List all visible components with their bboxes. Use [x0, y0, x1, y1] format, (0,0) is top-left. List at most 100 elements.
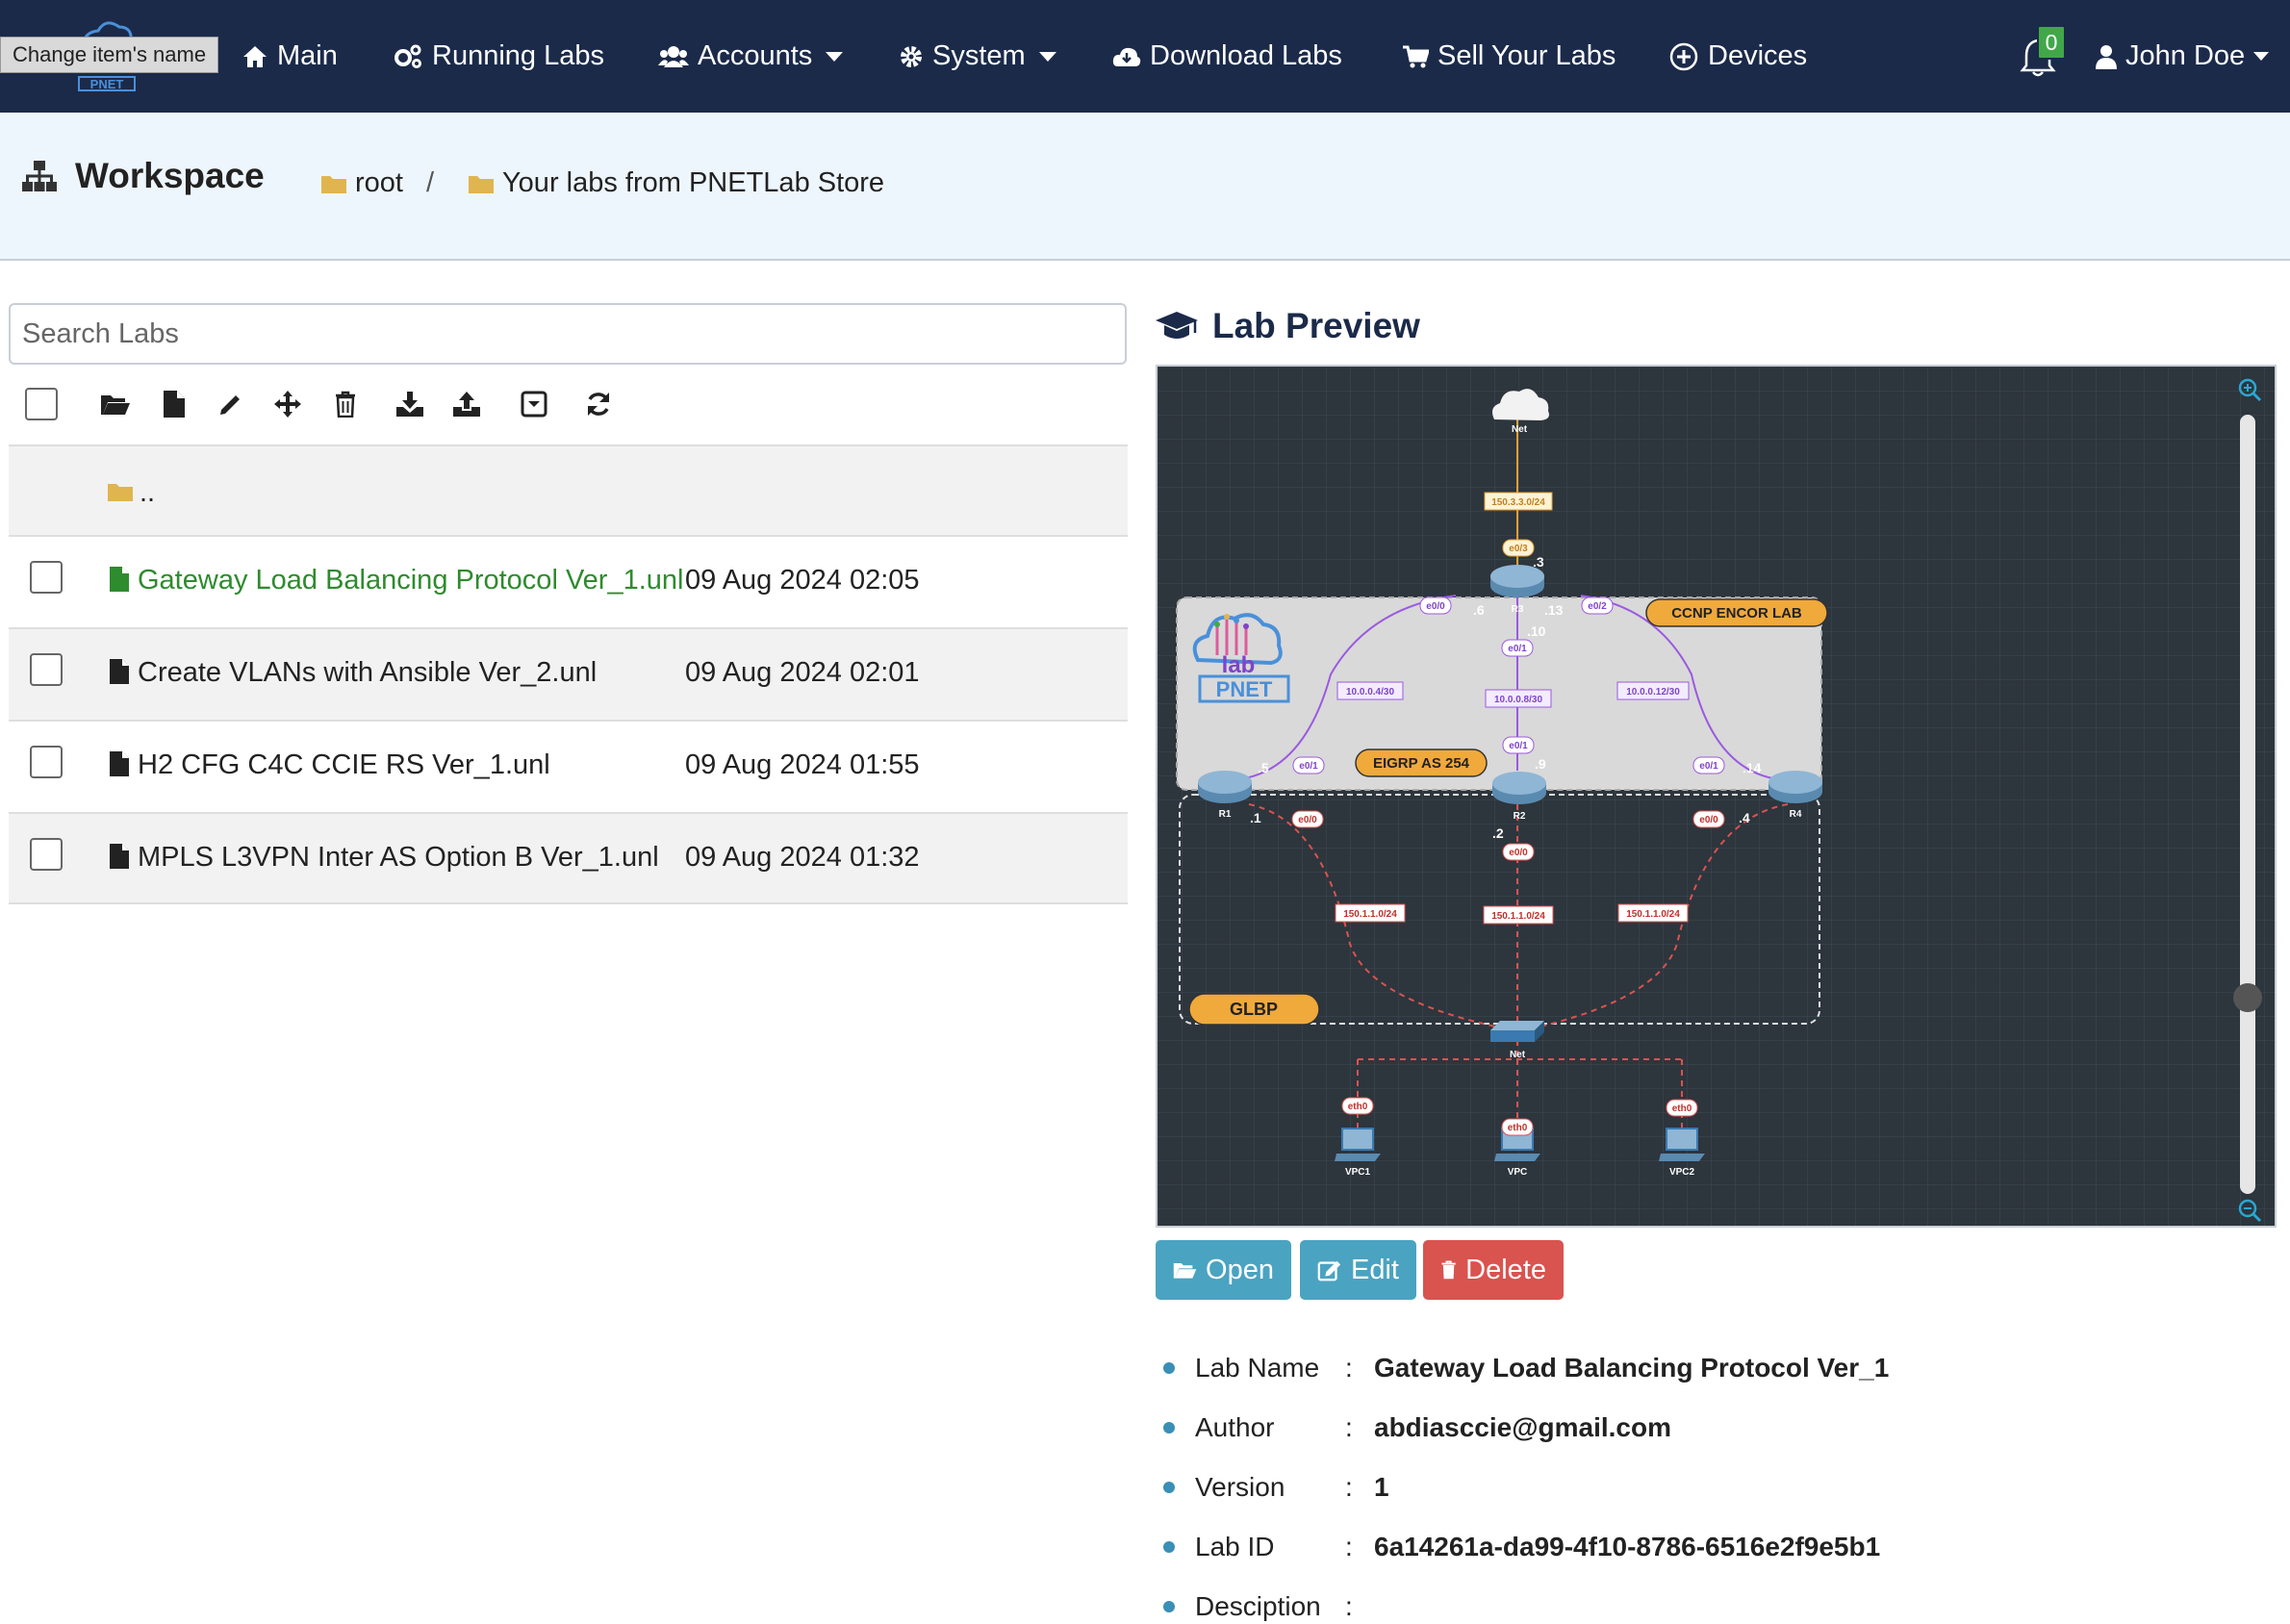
breadcrumb-store-folder[interactable]: Your labs from PNETLab Store	[468, 167, 884, 199]
zoom-slider-handle[interactable]	[2233, 983, 2262, 1012]
lab-row-checkbox[interactable]	[30, 561, 63, 594]
user-icon	[2096, 44, 2117, 69]
net-cloud-node[interactable]: Net	[1492, 389, 1549, 435]
lab-info-id-value: 6a14261a-da99-4f10-8786-6516e2f9e5b1	[1374, 1532, 1881, 1561]
topology-canvas[interactable]: lab PNET Net R3 R1 R2	[1156, 365, 2277, 1228]
svg-text:.14: .14	[1743, 760, 1762, 775]
move-button[interactable]	[270, 387, 305, 421]
lab-info-id-label: Lab ID	[1195, 1532, 1275, 1561]
svg-text:eth0: eth0	[1508, 1123, 1528, 1133]
router-r3[interactable]: R3	[1490, 565, 1544, 615]
edit-icon	[1317, 1260, 1341, 1281]
nav-devices[interactable]: Devices	[1668, 0, 1807, 113]
caret-down-icon	[2253, 51, 2270, 61]
lab-preview-title-text: Lab Preview	[1212, 306, 1420, 345]
open-folder-button[interactable]	[98, 387, 133, 421]
router-r4[interactable]: R4	[1768, 771, 1822, 820]
svg-text:150.1.1.0/24: 150.1.1.0/24	[1491, 911, 1545, 922]
delete-lab-label: Delete	[1465, 1254, 1546, 1285]
nav-running-labs[interactable]: Running Labs	[393, 0, 604, 113]
lab-info-id: Lab ID : 6a14261a-da99-4f10-8786-6516e2f…	[1163, 1532, 1880, 1562]
breadcrumb-store-label: Your labs from PNETLab Store	[502, 167, 885, 198]
notification-count-badge: 0	[2037, 25, 2066, 60]
zoom-slider-track[interactable]	[2240, 415, 2255, 1194]
net-switch-node[interactable]: Net	[1490, 1021, 1544, 1060]
lab-row-checkbox[interactable]	[30, 838, 63, 871]
user-menu[interactable]: John Doe	[2096, 0, 2278, 113]
svg-text:.4: .4	[1739, 810, 1750, 825]
glbp-area	[1179, 794, 1820, 1025]
rename-tooltip: Change item's name	[0, 37, 219, 73]
nav-sell-your-labs-label: Sell Your Labs	[1438, 40, 1616, 71]
lab-info-version-label: Version	[1195, 1472, 1285, 1502]
search-labs-input[interactable]	[9, 303, 1127, 365]
zoom-in-icon[interactable]	[2238, 378, 2262, 402]
lab-row[interactable]: Create VLANs with Ansible Ver_2.unl 09 A…	[9, 627, 1128, 720]
rename-button[interactable]	[214, 387, 248, 421]
nav-accounts-label: Accounts	[698, 40, 813, 71]
colon: :	[1345, 1532, 1353, 1561]
file-icon	[110, 844, 129, 869]
svg-text:10.0.0.8/30: 10.0.0.8/30	[1494, 695, 1542, 705]
svg-text:eth0: eth0	[1348, 1102, 1368, 1112]
refresh-button[interactable]	[581, 387, 616, 421]
parent-folder-row[interactable]: ..	[9, 444, 1128, 535]
file-icon	[110, 751, 129, 776]
edit-lab-button[interactable]: Edit	[1300, 1240, 1416, 1300]
colon: :	[1345, 1412, 1353, 1442]
select-all-checkbox[interactable]	[25, 388, 58, 420]
edit-lab-label: Edit	[1351, 1254, 1399, 1285]
colon: :	[1345, 1591, 1353, 1621]
svg-text:.3: .3	[1533, 554, 1544, 570]
nav-main[interactable]: Main	[242, 0, 338, 113]
zoom-out-icon[interactable]	[2238, 1199, 2262, 1223]
lab-info-name-label: Lab Name	[1195, 1353, 1320, 1383]
bullet	[1163, 1601, 1175, 1612]
nav-sell-your-labs[interactable]: Sell Your Labs	[1402, 0, 1616, 113]
graduation-cap-icon	[1156, 312, 1198, 339]
bullet	[1163, 1362, 1175, 1374]
svg-text:.10: .10	[1527, 623, 1546, 639]
export-button[interactable]	[449, 387, 484, 421]
lab-row[interactable]: MPLS L3VPN Inter AS Option B Ver_1.unl 0…	[9, 812, 1128, 904]
import-button[interactable]	[393, 387, 427, 421]
lab-row-name: H2 CFG C4C CCIE RS Ver_1.unl	[138, 749, 550, 780]
lab-row[interactable]: Gateway Load Balancing Protocol Ver_1.un…	[9, 535, 1128, 627]
svg-text:150.1.1.0/24: 150.1.1.0/24	[1626, 909, 1680, 920]
sitemap-icon	[22, 161, 57, 191]
lab-info-author-value: abdiasccie@gmail.com	[1374, 1412, 1671, 1442]
lab-row-checkbox[interactable]	[30, 653, 63, 686]
new-file-button[interactable]	[157, 387, 191, 421]
archive-button[interactable]	[517, 387, 551, 421]
cart-icon	[1403, 45, 1429, 67]
svg-text:e0/0: e0/0	[1426, 601, 1445, 612]
delete-button[interactable]	[328, 387, 363, 421]
router-r1[interactable]: R1	[1198, 771, 1252, 820]
svg-text:Net: Net	[1510, 1050, 1526, 1060]
breadcrumb-root[interactable]: root	[320, 167, 403, 199]
lab-row-checkbox[interactable]	[30, 746, 63, 778]
user-name: John Doe	[2125, 40, 2246, 71]
delete-lab-button[interactable]: Delete	[1423, 1240, 1564, 1300]
open-lab-button[interactable]: Open	[1156, 1240, 1291, 1300]
plus-circle-icon	[1669, 42, 1698, 70]
svg-text:VPC: VPC	[1508, 1167, 1528, 1178]
lab-row-date: 09 Aug 2024 01:55	[685, 749, 920, 780]
nav-system[interactable]: System	[899, 0, 1067, 113]
svg-text:.5: .5	[1258, 760, 1269, 775]
vpc1-node[interactable]: VPC1	[1335, 1128, 1381, 1178]
nav-system-label: System	[932, 40, 1026, 71]
nav-download-labs[interactable]: Download Labs	[1112, 0, 1342, 113]
vpc2-node[interactable]: VPC2	[1659, 1128, 1705, 1178]
nav-download-labs-label: Download Labs	[1150, 40, 1342, 71]
svg-text:e0/1: e0/1	[1509, 741, 1528, 751]
svg-text:e0/3: e0/3	[1509, 544, 1528, 554]
lab-row[interactable]: H2 CFG C4C CCIE RS Ver_1.unl 09 Aug 2024…	[9, 720, 1128, 812]
svg-text:.9: .9	[1535, 756, 1546, 772]
svg-text:e0/1: e0/1	[1699, 761, 1718, 772]
gear-icon	[901, 45, 922, 67]
nav-accounts[interactable]: Accounts	[658, 0, 853, 113]
router-r2[interactable]: R2	[1492, 772, 1546, 822]
lab-row-date: 09 Aug 2024 02:05	[685, 565, 920, 596]
svg-text:R4: R4	[1790, 809, 1802, 820]
